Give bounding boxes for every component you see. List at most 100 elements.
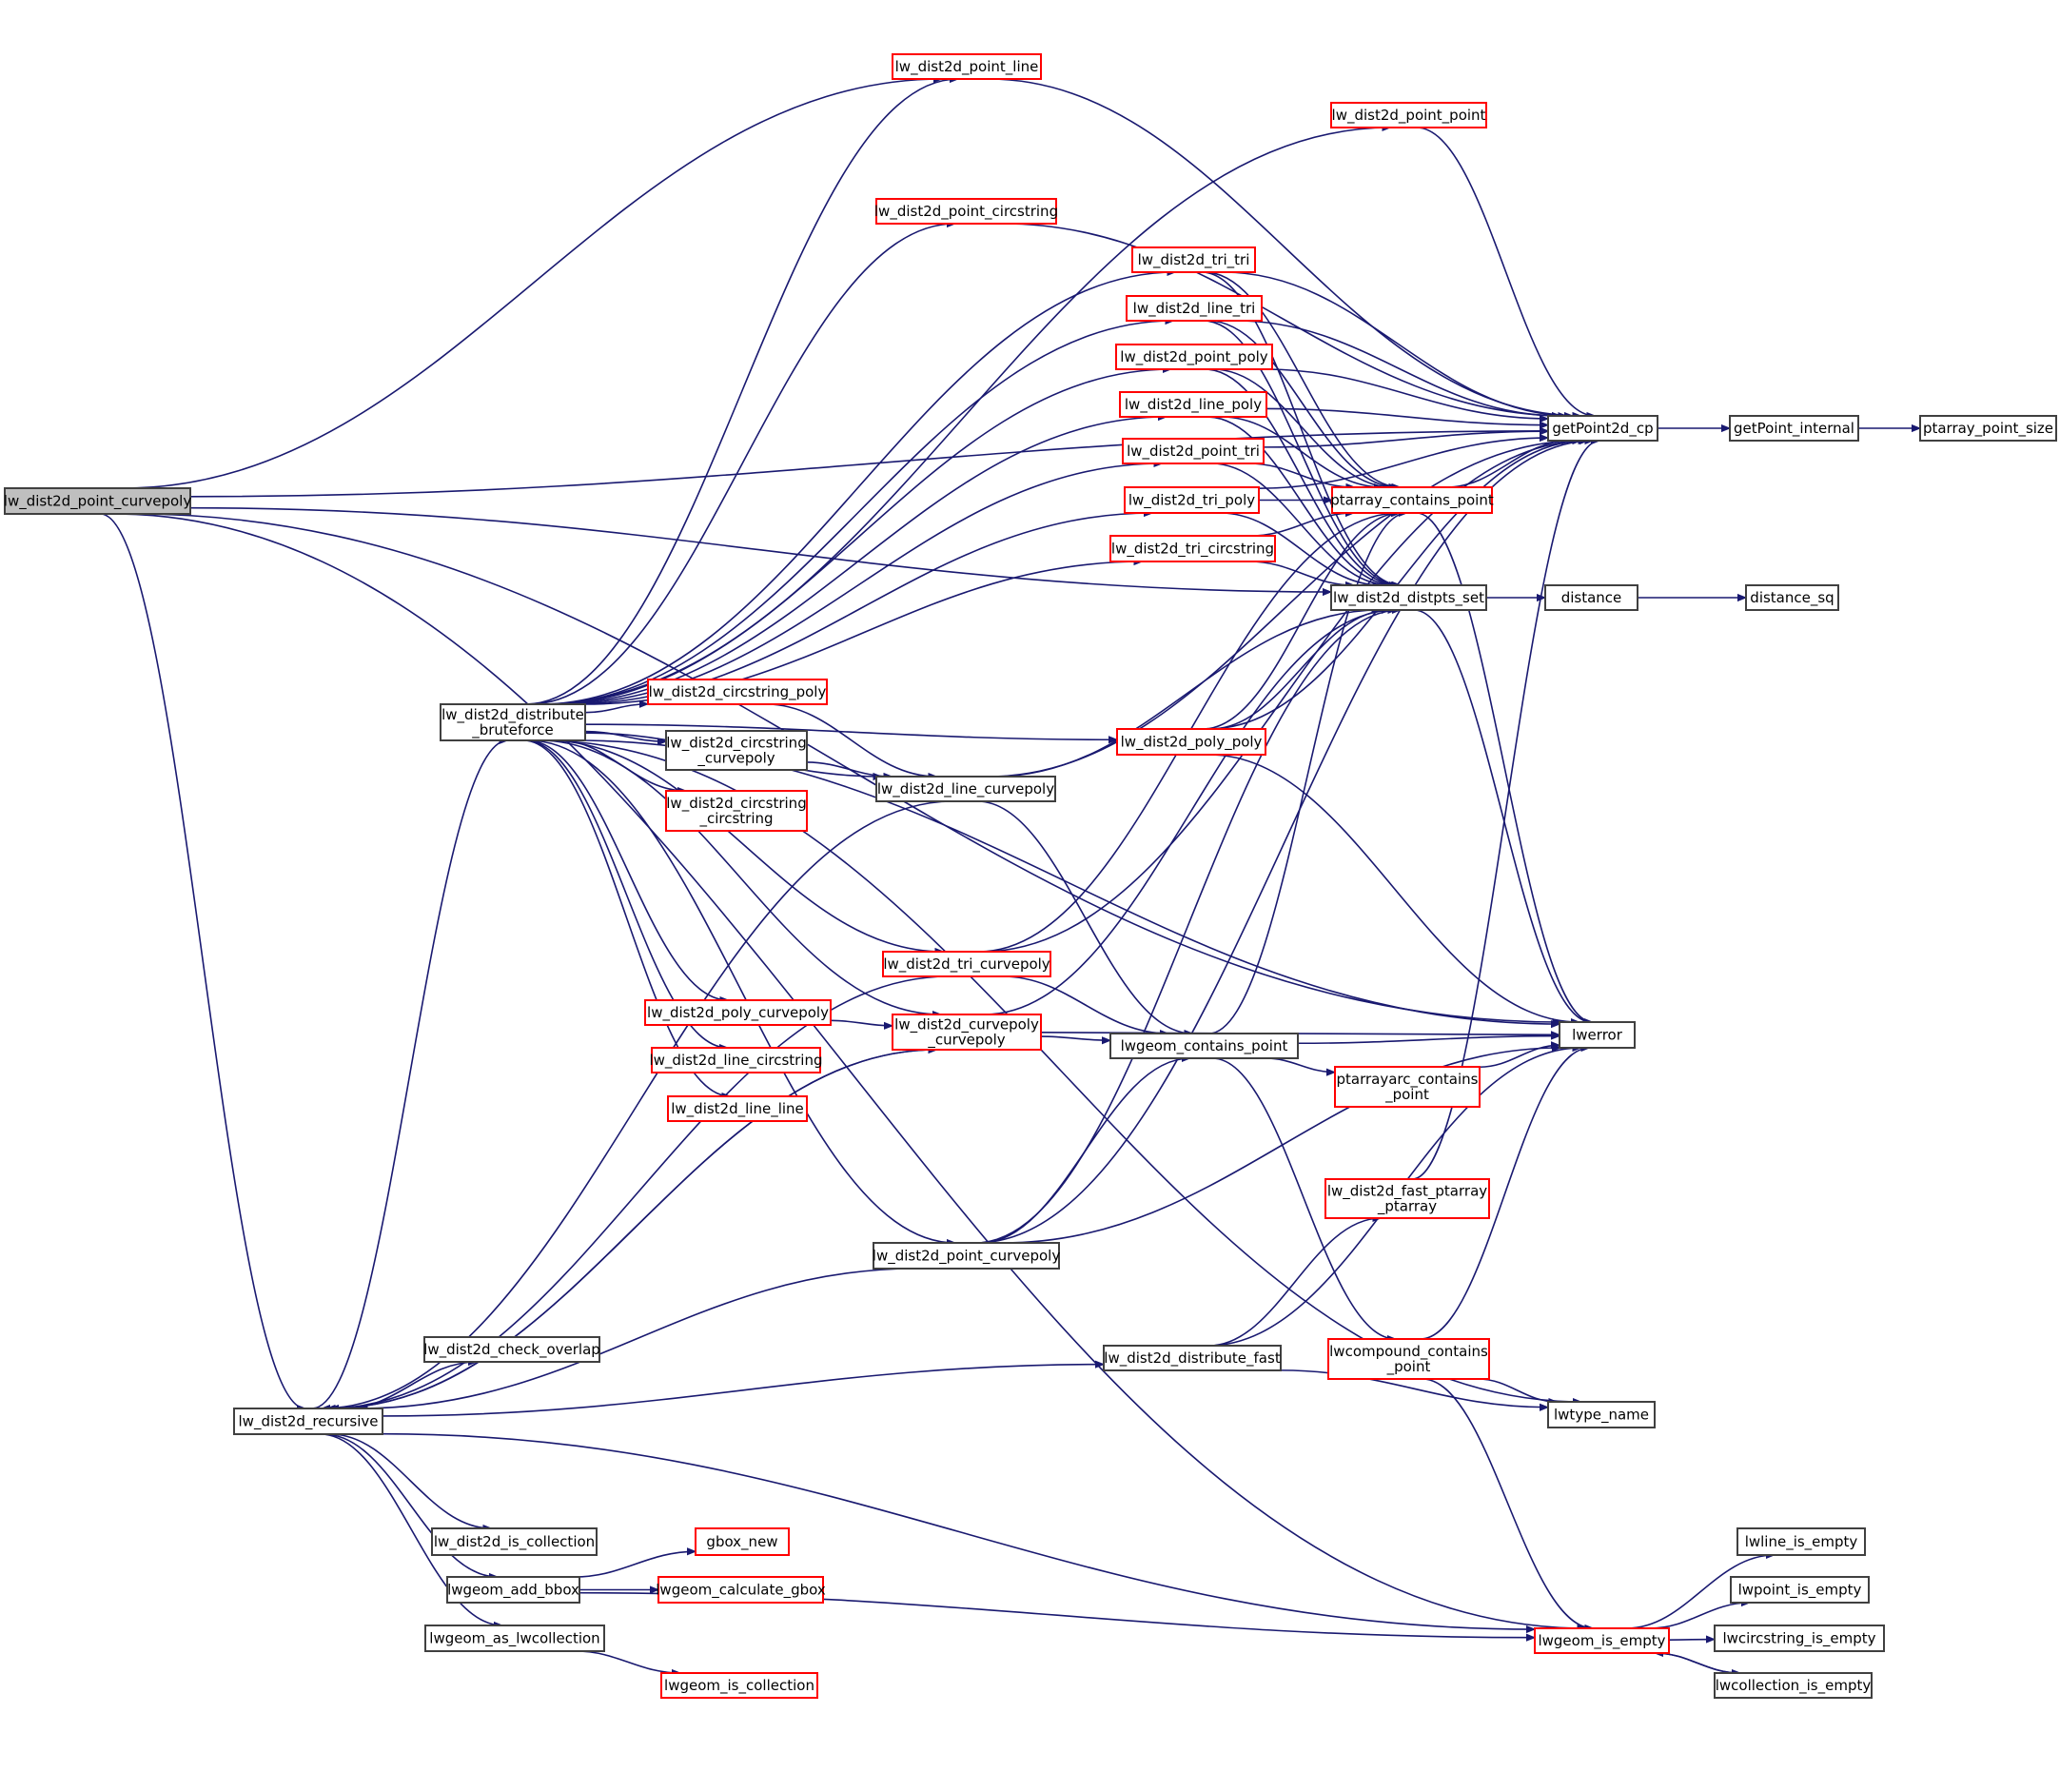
node-gbox_new[interactable]: gbox_new [695, 1527, 790, 1556]
node-lwgeom_contains_point[interactable]: lwgeom_contains_point [1109, 1033, 1299, 1059]
node-box[interactable] [424, 1625, 605, 1652]
node-box[interactable] [1729, 415, 1859, 442]
node-box[interactable] [1109, 535, 1276, 562]
node-box[interactable] [1327, 1338, 1490, 1380]
node-box[interactable] [665, 730, 808, 771]
node-is_collection[interactable]: lw_dist2d_is_collection [431, 1527, 598, 1556]
node-poly_poly[interactable]: lw_dist2d_poly_poly [1116, 728, 1266, 756]
node-box[interactable] [1131, 246, 1256, 273]
node-point_poly[interactable]: lw_dist2d_point_poly [1115, 344, 1273, 370]
node-box[interactable] [1331, 486, 1493, 514]
node-lwpoint_is_empty[interactable]: lwpoint_is_empty [1730, 1576, 1870, 1604]
node-box[interactable] [1714, 1625, 1885, 1652]
node-box[interactable] [1122, 438, 1265, 464]
node-getPoint_internal[interactable]: getPoint_internal [1729, 415, 1859, 442]
node-tri_curvepoly[interactable]: lw_dist2d_tri_curvepoly [882, 951, 1051, 977]
node-box[interactable] [1116, 728, 1266, 756]
node-lwgeom_add_bbox[interactable]: lwgeom_add_bbox [446, 1576, 580, 1604]
node-brute[interactable]: lw_dist2d_distribute_bruteforce [440, 703, 586, 741]
node-point_line[interactable]: lw_dist2d_point_line [892, 53, 1042, 80]
node-box[interactable] [4, 487, 191, 515]
node-box[interactable] [875, 198, 1057, 225]
node-box[interactable] [1330, 102, 1487, 128]
node-box[interactable] [660, 1672, 818, 1699]
node-box[interactable] [873, 1242, 1060, 1270]
node-box[interactable] [1324, 1178, 1490, 1219]
node-box[interactable] [657, 1576, 824, 1604]
node-line_circstring[interactable]: lw_dist2d_line_circstring [649, 1047, 823, 1073]
node-tri_circstring[interactable]: lw_dist2d_tri_circstring [1109, 535, 1276, 562]
node-box[interactable] [647, 679, 828, 705]
node-box[interactable] [1730, 1576, 1870, 1604]
node-check_overlap[interactable]: lw_dist2d_check_overlap [423, 1336, 600, 1363]
node-box[interactable] [446, 1576, 580, 1604]
node-line_poly[interactable]: lw_dist2d_line_poly [1119, 391, 1267, 418]
node-line_tri[interactable]: lw_dist2d_line_tri [1126, 295, 1263, 322]
node-box[interactable] [1745, 584, 1839, 611]
node-point_curvepoly2[interactable]: lw_dist2d_point_curvepoly [873, 1242, 1061, 1270]
node-box[interactable] [1714, 1672, 1873, 1699]
node-line_line[interactable]: lw_dist2d_line_line [667, 1095, 808, 1122]
node-box[interactable] [1119, 391, 1267, 418]
node-box[interactable] [644, 999, 832, 1026]
node-distance_sq[interactable]: distance_sq [1745, 584, 1839, 611]
node-box[interactable] [1103, 1345, 1282, 1371]
node-box[interactable] [1334, 1066, 1481, 1108]
node-circstring_curvepoly[interactable]: lw_dist2d_circstring_curvepoly [665, 730, 808, 771]
node-box[interactable] [667, 1095, 808, 1122]
node-ptarrayarc_contains_point[interactable]: ptarrayarc_contains_point [1334, 1066, 1481, 1108]
node-root[interactable]: lw_dist2d_point_curvepoly [4, 487, 192, 515]
node-box[interactable] [1126, 295, 1263, 322]
node-circstring_poly[interactable]: lw_dist2d_circstring_poly [647, 679, 828, 705]
node-box[interactable] [1547, 1401, 1656, 1428]
node-lwgeom_is_empty[interactable]: lwgeom_is_empty [1534, 1627, 1670, 1654]
node-point_circstring[interactable]: lw_dist2d_point_circstring [874, 198, 1058, 225]
node-box[interactable] [892, 1014, 1042, 1051]
node-poly_curvepoly[interactable]: lw_dist2d_poly_curvepoly [644, 999, 832, 1026]
node-tri_tri[interactable]: lw_dist2d_tri_tri [1131, 246, 1256, 273]
node-box[interactable] [1124, 486, 1260, 514]
node-box[interactable] [1736, 1527, 1866, 1556]
node-recursive[interactable]: lw_dist2d_recursive [233, 1408, 383, 1435]
node-box[interactable] [1919, 415, 2057, 442]
node-point_point[interactable]: lw_dist2d_point_point [1330, 102, 1487, 128]
node-box[interactable] [651, 1047, 821, 1073]
node-box[interactable] [431, 1527, 598, 1556]
node-ptarray_point_size[interactable]: ptarray_point_size [1919, 415, 2057, 442]
node-box[interactable] [1547, 415, 1658, 442]
node-curvepoly_curvepoly[interactable]: lw_dist2d_curvepoly_curvepoly [892, 1014, 1042, 1051]
node-box[interactable] [665, 790, 808, 832]
node-box[interactable] [875, 776, 1056, 802]
node-box[interactable] [892, 53, 1042, 80]
node-lwerror[interactable]: lwerror [1559, 1021, 1636, 1049]
node-box[interactable] [882, 951, 1051, 977]
node-circstring_circstring[interactable]: lw_dist2d_circstring_circstring [665, 790, 808, 832]
node-tri_poly[interactable]: lw_dist2d_tri_poly [1124, 486, 1260, 514]
node-lwgeom_as_lwcollection[interactable]: lwgeom_as_lwcollection [424, 1625, 605, 1652]
node-distpts_set[interactable]: lw_dist2d_distpts_set [1330, 584, 1487, 611]
node-box[interactable] [1534, 1627, 1670, 1654]
node-point_tri[interactable]: lw_dist2d_point_tri [1122, 438, 1265, 464]
node-getPoint2d_cp[interactable]: getPoint2d_cp [1547, 415, 1658, 442]
node-box[interactable] [423, 1336, 600, 1363]
node-box[interactable] [1330, 584, 1487, 611]
node-lwcollection_is_empty[interactable]: lwcollection_is_empty [1714, 1672, 1873, 1699]
node-fast_ptarray_ptarray[interactable]: lw_dist2d_fast_ptarray_ptarray [1324, 1178, 1490, 1219]
node-lwline_is_empty[interactable]: lwline_is_empty [1736, 1527, 1866, 1556]
node-box[interactable] [1109, 1033, 1299, 1059]
node-box[interactable] [440, 703, 586, 741]
node-lwgeom_is_collection[interactable]: lwgeom_is_collection [660, 1672, 818, 1699]
node-lwtype_name[interactable]: lwtype_name [1547, 1401, 1656, 1428]
node-lwcircstring_is_empty[interactable]: lwcircstring_is_empty [1714, 1625, 1885, 1652]
node-distance[interactable]: distance [1544, 584, 1638, 611]
node-box[interactable] [233, 1408, 383, 1435]
node-ptarray_contains_point[interactable]: ptarray_contains_point [1330, 486, 1494, 514]
node-box[interactable] [695, 1527, 790, 1556]
node-line_curvepoly[interactable]: lw_dist2d_line_curvepoly [875, 776, 1056, 802]
node-box[interactable] [1559, 1021, 1636, 1049]
node-lwgeom_calculate_gbox[interactable]: lwgeom_calculate_gbox [656, 1576, 826, 1604]
node-box[interactable] [1544, 584, 1638, 611]
node-distribute_fast[interactable]: lw_dist2d_distribute_fast [1103, 1345, 1282, 1371]
node-lwcompound_contains_point[interactable]: lwcompound_contains_point [1327, 1338, 1490, 1380]
node-box[interactable] [1115, 344, 1273, 370]
